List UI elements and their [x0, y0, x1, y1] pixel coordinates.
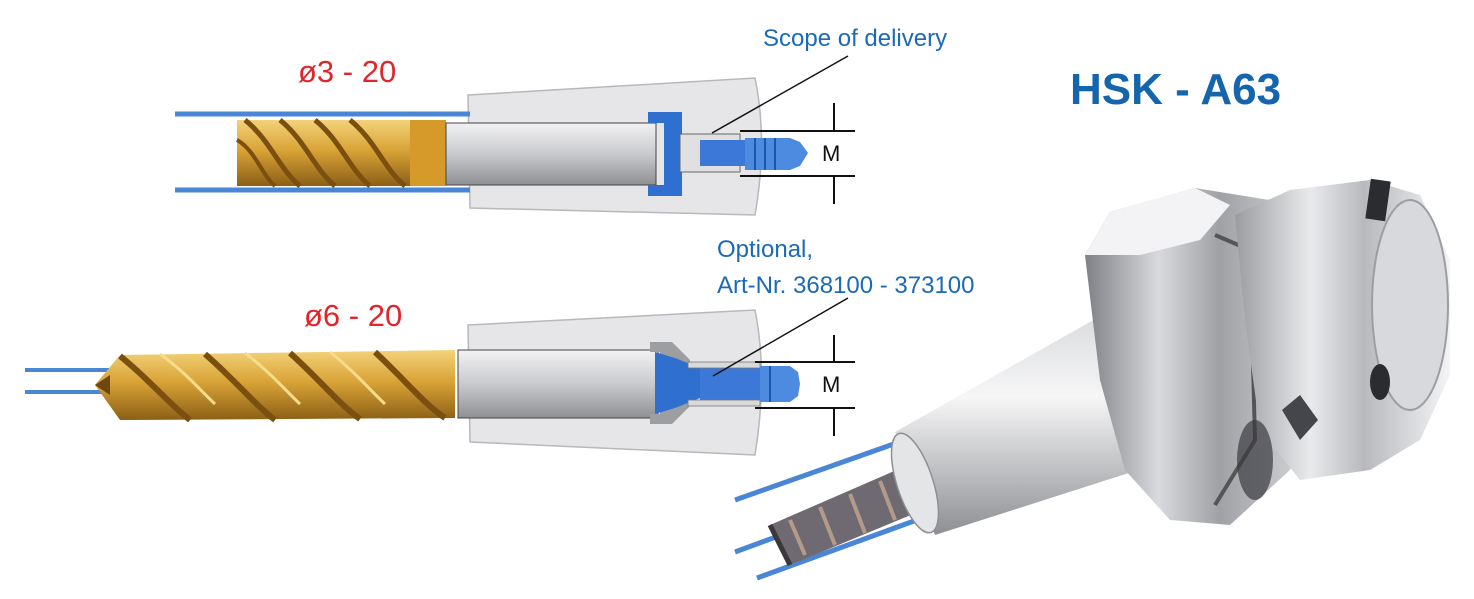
bottom-callout-leader	[712, 297, 849, 377]
top-dimension-label: M	[822, 141, 840, 166]
top-diameter-label: ø3 - 20	[298, 54, 396, 89]
scope-of-delivery-label: Scope of delivery	[763, 25, 947, 52]
top-dimension-m: M	[740, 103, 855, 204]
article-number-label: Art-Nr. 368100 - 373100	[717, 272, 975, 299]
top-callout-leader	[711, 55, 849, 134]
bottom-dimension-m: M	[755, 335, 855, 436]
bottom-dimension-label: M	[822, 372, 840, 397]
top-shank	[445, 122, 657, 186]
top-holder-diagram: M	[175, 55, 855, 216]
page-title: HSK - A63	[1070, 65, 1281, 114]
bottom-twist-drill	[95, 349, 455, 423]
optional-label: Optional,	[717, 236, 813, 263]
bottom-diameter-label: ø6 - 20	[304, 298, 402, 333]
bottom-holder-diagram: M	[25, 297, 855, 456]
top-end-mill	[235, 118, 446, 188]
hsk-holder-illustration	[734, 178, 1450, 581]
bottom-shank	[457, 349, 659, 419]
bottom-stop-screw	[650, 342, 800, 424]
top-stop-screw	[648, 112, 808, 196]
